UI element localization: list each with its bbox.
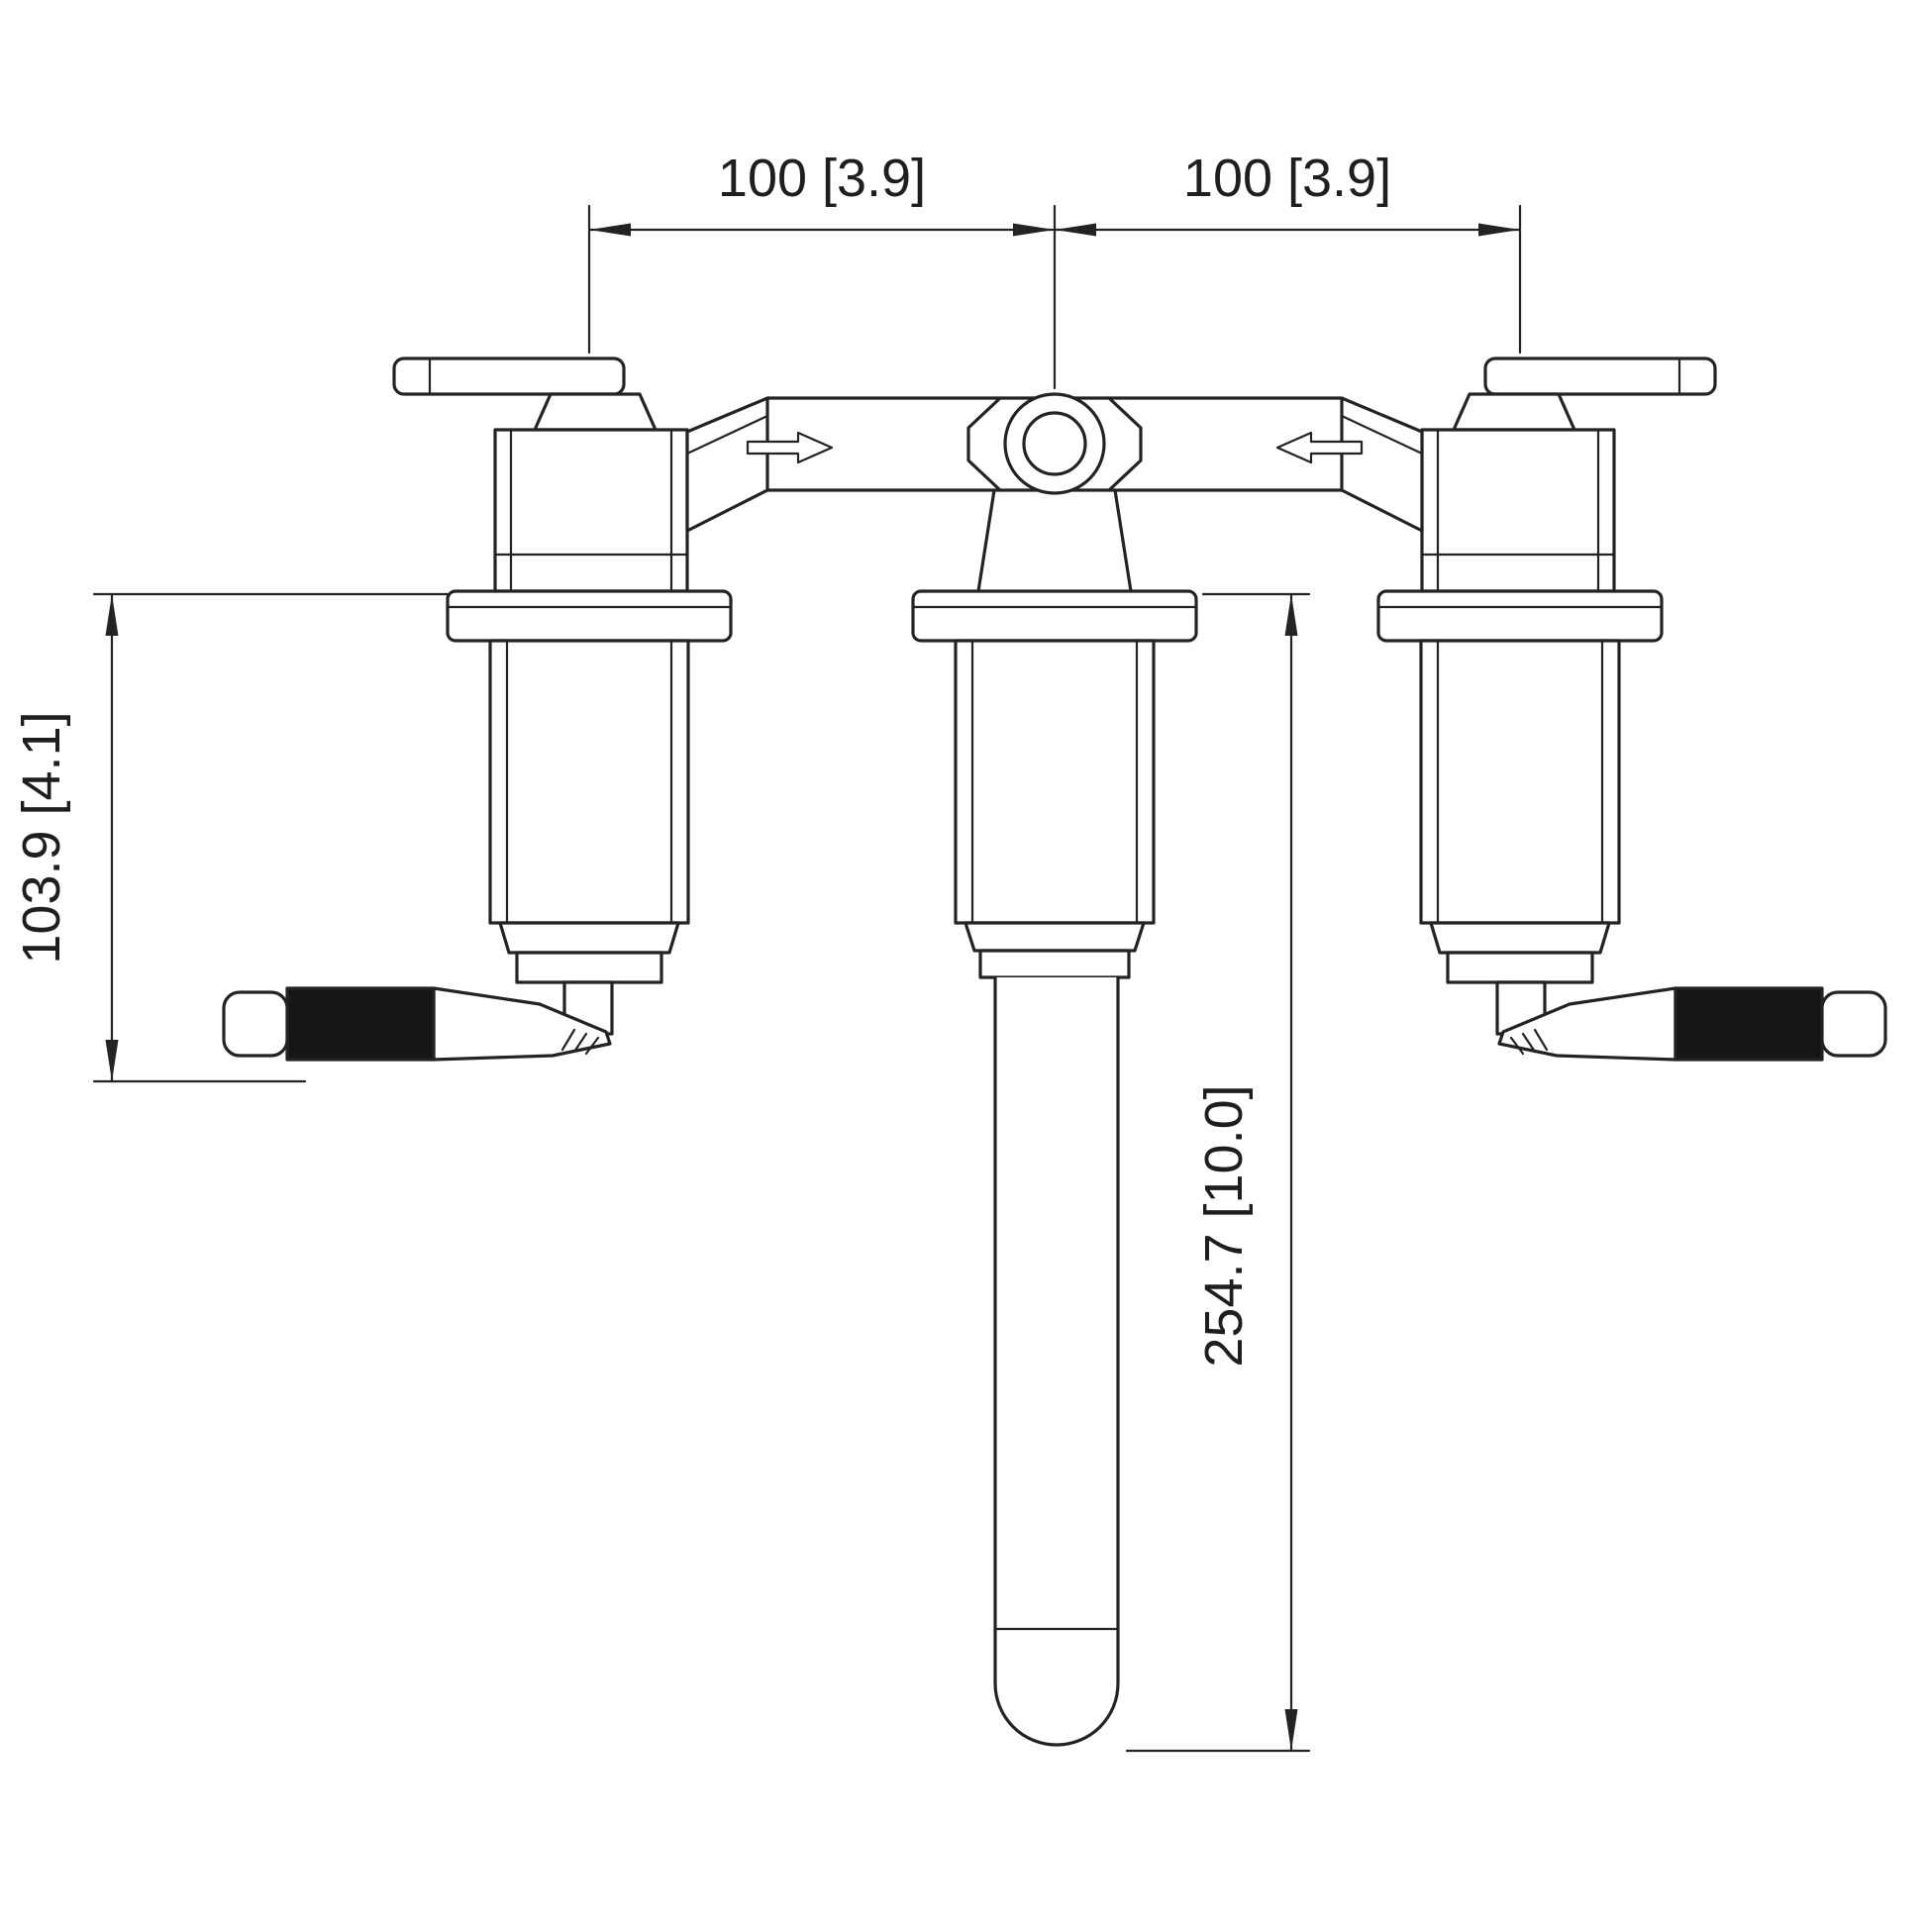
dim-label-spout-reach: 254.7 [10.0] — [1194, 1084, 1254, 1367]
center-flange — [911, 589, 1198, 643]
handle-neck — [533, 392, 658, 432]
right-top-handle — [1452, 356, 1717, 432]
knurl-line — [560, 1028, 576, 1052]
center-port-inner — [1022, 411, 1087, 476]
handle-bar — [1483, 356, 1717, 396]
check-valve-housing — [685, 396, 769, 533]
cartridge-cylinder — [488, 639, 690, 925]
lever-grip — [285, 986, 436, 1062]
cartridge-cylinder — [1419, 639, 1621, 925]
valve-housing — [493, 428, 689, 593]
handle-neck — [1452, 392, 1576, 432]
flow-arrow-left-icon — [1275, 431, 1364, 464]
right-valve-body — [1340, 396, 1616, 593]
knurl-line — [1521, 1032, 1537, 1054]
lever-grip — [1673, 986, 1824, 1062]
left-valve-body — [493, 396, 769, 593]
cartridge-step — [1429, 921, 1611, 955]
faucet-body — [222, 356, 1887, 1747]
manifold — [746, 392, 1364, 593]
lever-end-cap — [1820, 990, 1887, 1058]
left-flange — [446, 589, 733, 643]
dim-label-top-right: 100 [3.9] — [1183, 149, 1391, 208]
valve-housing — [1420, 428, 1616, 593]
check-valve-housing — [1340, 396, 1424, 533]
body-line — [685, 414, 769, 456]
dimension-spout-reach: 254.7 [10.0] — [1125, 592, 1311, 1753]
right-flange — [1376, 589, 1664, 643]
handle-bar — [392, 356, 626, 396]
tee-taper-line — [1113, 488, 1133, 593]
cartridge-cylinder — [954, 639, 1156, 925]
spout-tube — [993, 975, 1120, 1747]
body-line — [1340, 414, 1424, 456]
dim-label-top-left: 100 [3.9] — [718, 149, 926, 208]
spout — [993, 975, 1120, 1747]
flanges — [446, 589, 1664, 643]
right-cartridge — [1419, 639, 1621, 1036]
knurl-line — [584, 1036, 600, 1056]
cartridge-ring — [978, 949, 1131, 979]
left-top-handle — [392, 356, 658, 432]
cartridge-ring — [1446, 951, 1594, 984]
knurl-line — [1509, 1036, 1525, 1056]
cartridge-step — [964, 921, 1146, 953]
cartridge-step — [498, 921, 680, 955]
knurl-line — [1533, 1028, 1549, 1052]
tee-taper-line — [976, 488, 996, 593]
flow-arrow-right-icon — [746, 431, 834, 464]
left-cartridge — [488, 639, 690, 1036]
right-lever-handle — [1497, 986, 1887, 1062]
lever-end-cap — [222, 990, 289, 1058]
cartridge-ring — [515, 951, 663, 984]
dim-label-left-height: 103.9 [4.1] — [12, 711, 71, 964]
knurl-line — [572, 1032, 588, 1054]
center-cartridge — [954, 639, 1156, 979]
left-lever-handle — [222, 986, 612, 1062]
dimension-left-height: 103.9 [4.1] — [12, 592, 450, 1083]
dimension-top: 100 [3.9] 100 [3.9] — [587, 149, 1522, 390]
